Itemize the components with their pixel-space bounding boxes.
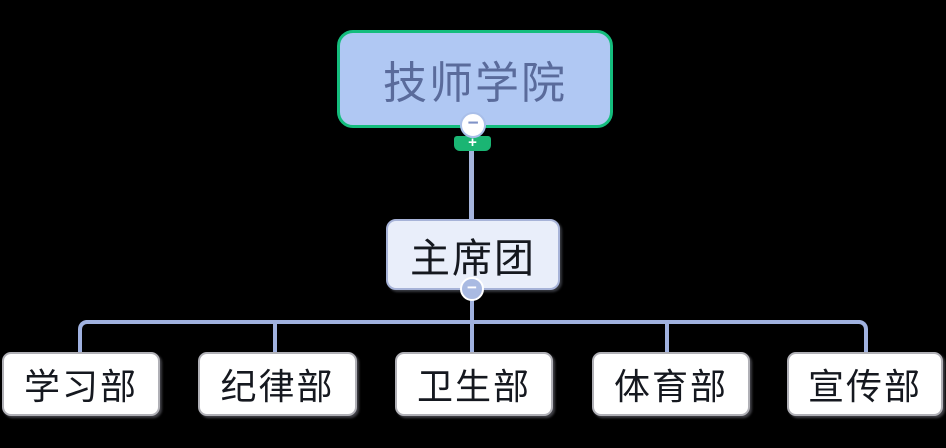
node-leaf-sports[interactable]: 体育部 bbox=[592, 352, 750, 416]
connector-corner-right bbox=[858, 320, 868, 352]
connector-corner-left bbox=[78, 320, 88, 352]
minus-icon: − bbox=[467, 113, 479, 134]
node-leaf-label: 学习部 bbox=[23, 366, 138, 407]
node-leaf-label: 宣传部 bbox=[807, 366, 922, 407]
node-leaf-label: 纪律部 bbox=[220, 366, 335, 407]
node-branch-label: 主席团 bbox=[410, 236, 536, 281]
node-root-label: 技师学院 bbox=[383, 59, 567, 108]
node-leaf-discipline[interactable]: 纪律部 bbox=[198, 352, 357, 416]
add-child-button[interactable]: + bbox=[454, 134, 491, 151]
node-root[interactable]: 技师学院 bbox=[337, 30, 613, 128]
connector-stub-leaf-4 bbox=[665, 322, 669, 352]
node-leaf-health[interactable]: 卫生部 bbox=[395, 352, 553, 416]
node-leaf-study[interactable]: 学习部 bbox=[2, 352, 160, 416]
collapse-button-branch[interactable]: − bbox=[460, 277, 484, 301]
connector-branch-to-row bbox=[470, 299, 474, 352]
node-leaf-label: 卫生部 bbox=[416, 366, 531, 407]
connector-stub-leaf-2 bbox=[273, 322, 277, 352]
node-branch[interactable]: 主席团 bbox=[386, 219, 560, 290]
minus-icon: − bbox=[467, 278, 477, 297]
node-leaf-label: 体育部 bbox=[613, 366, 728, 407]
connector-horizontal-rail bbox=[86, 320, 860, 324]
plus-icon: + bbox=[468, 134, 477, 151]
connector-root-to-branch bbox=[469, 150, 474, 220]
node-leaf-publicity[interactable]: 宣传部 bbox=[787, 352, 943, 416]
collapse-button-root[interactable]: − bbox=[460, 112, 486, 138]
